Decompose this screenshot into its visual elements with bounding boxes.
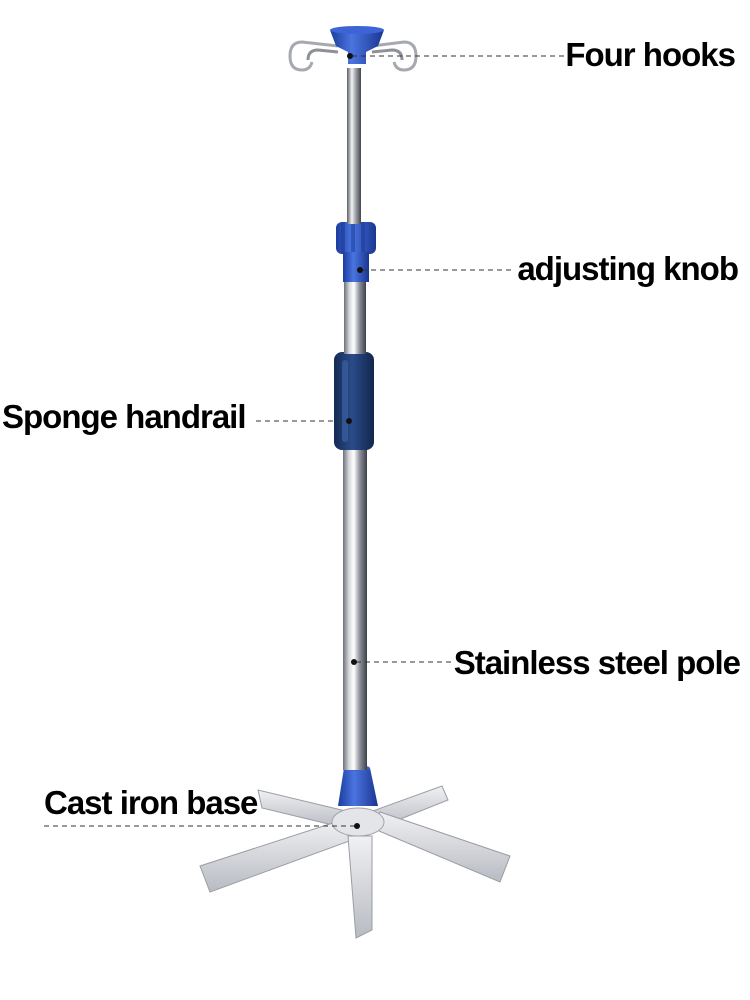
adjusting-knob [336, 222, 376, 282]
sponge-highlight [342, 360, 348, 442]
label-cast-iron-base: Cast iron base [44, 784, 258, 821]
hook-right-inner [371, 48, 404, 61]
middle-pole [344, 278, 366, 354]
callout-leaders [44, 55, 568, 827]
lower-pole [343, 448, 367, 770]
cast-iron-base [199, 785, 511, 939]
label-stainless-steel-pole: Stainless steel pole [453, 644, 741, 681]
hook-head [288, 26, 418, 72]
hook-cap [330, 30, 384, 64]
base-arm-front-right [371, 811, 511, 883]
dot-hooks [347, 53, 353, 59]
hook-cap-top [330, 26, 384, 34]
sponge-handrail [334, 352, 374, 450]
dot-knob [357, 267, 363, 273]
dot-sponge [346, 418, 352, 424]
hook-right-outer [371, 40, 418, 72]
label-four-hooks: Four hooks [565, 36, 736, 73]
callout-dots [346, 53, 363, 829]
base-arm-front-left [199, 819, 353, 893]
label-sponge-handrail: Sponge handrail [2, 398, 247, 435]
base-arm-front [347, 835, 373, 939]
dot-base [354, 823, 360, 829]
hook-left-outer [288, 40, 339, 72]
base-hub [331, 807, 385, 837]
label-adjusting-knob: adjusting knob [517, 250, 739, 287]
upper-pole [347, 68, 361, 224]
base-collar [338, 768, 378, 806]
dot-pole [351, 659, 357, 665]
hook-left-inner [306, 48, 339, 61]
